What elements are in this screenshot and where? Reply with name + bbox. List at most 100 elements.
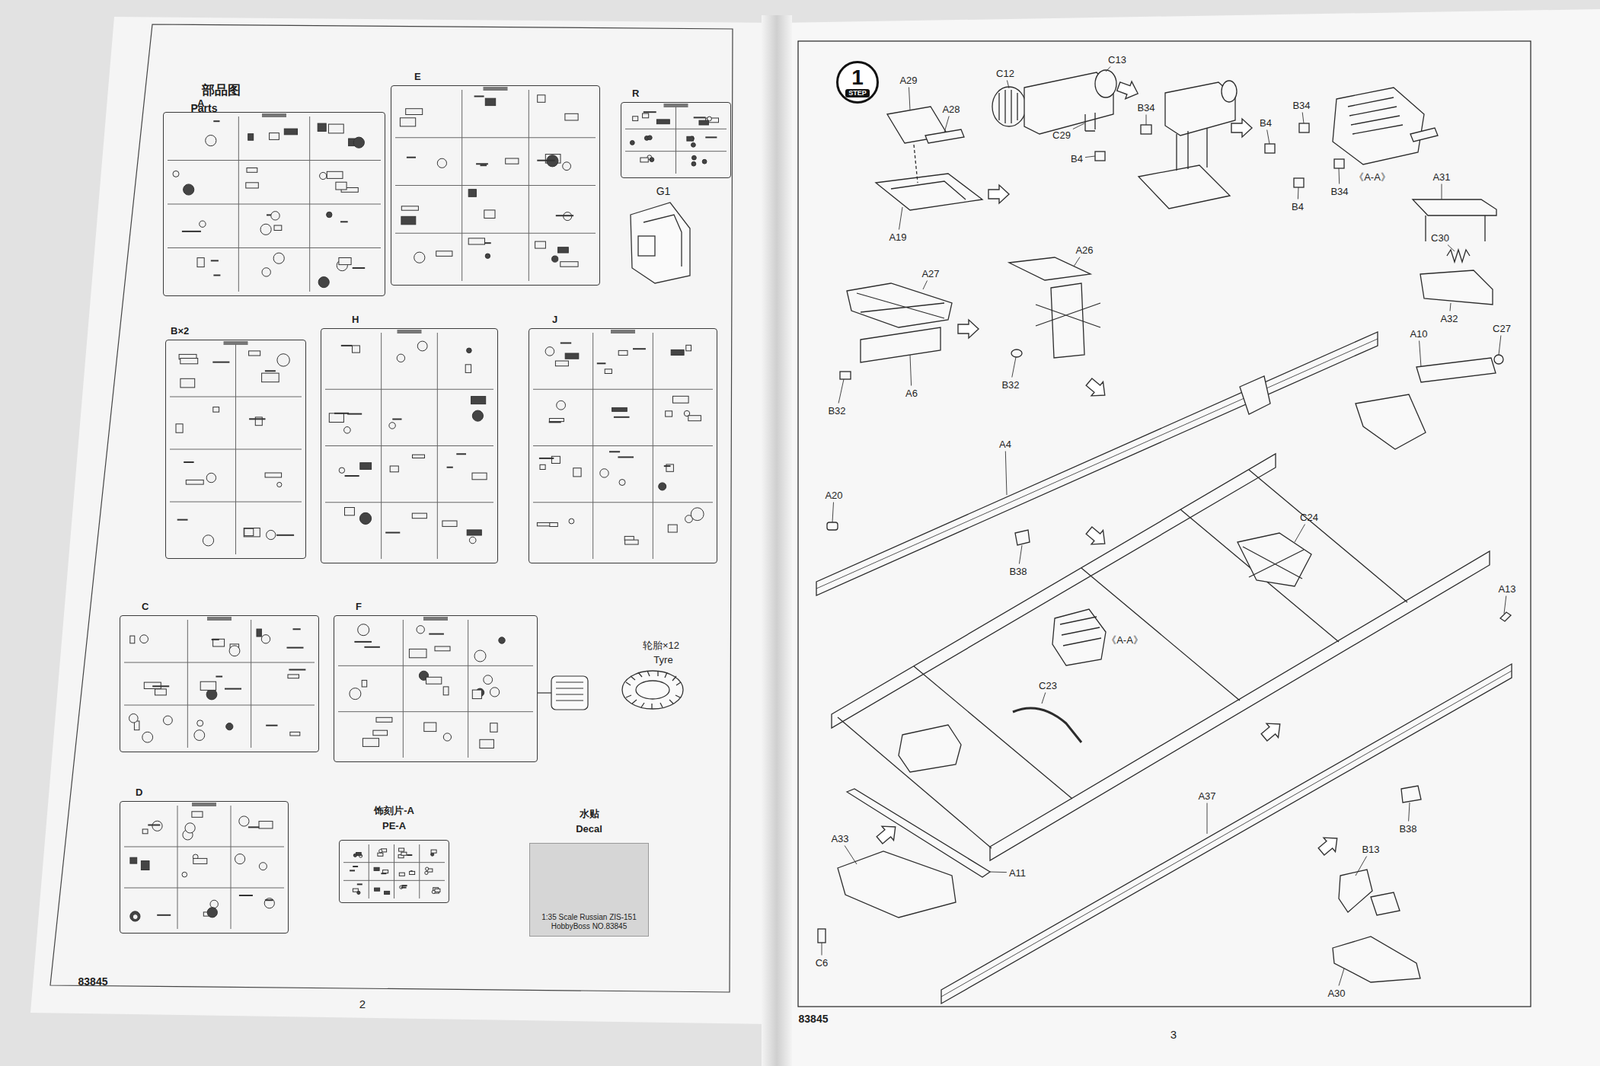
- sprue-part: [625, 539, 639, 545]
- decal-sheet: 水贴Decal1:35 Scale Russian ZIS-151 HobbyB…: [529, 843, 649, 937]
- leader-line: [1005, 451, 1007, 496]
- sprue-letter: R: [632, 88, 639, 99]
- sprue-frame: B×2: [165, 339, 307, 559]
- sprue-part: [549, 523, 559, 527]
- sprue-part: [287, 674, 300, 679]
- sprue-runner: [418, 844, 420, 899]
- pages: [772, 9, 1600, 1066]
- sprue-part: [261, 268, 271, 277]
- sprue-part: [399, 872, 405, 876]
- assembly-drawing: [1334, 159, 1345, 169]
- step-tag: STEP: [845, 89, 870, 98]
- sprue-part: [618, 350, 628, 355]
- sprue-part: [565, 113, 579, 121]
- sprue-runner: [167, 247, 381, 249]
- sprue-part: [290, 731, 301, 736]
- callout-number: A19: [888, 232, 907, 243]
- sprue-part: [277, 482, 282, 487]
- sprue-part: [667, 524, 678, 533]
- sprue-part: [353, 137, 365, 148]
- sprue-runner: [343, 880, 445, 882]
- sprue-part: [434, 646, 451, 652]
- sprue-runner: [395, 137, 596, 138]
- callout-number: B34: [1292, 100, 1310, 111]
- sprue-part: [428, 633, 444, 636]
- sprue-runner: [393, 844, 395, 899]
- sprue-part: [274, 225, 282, 231]
- sprue-part: [183, 184, 195, 195]
- sprue-runner: [169, 501, 302, 503]
- sprue-part: [640, 157, 649, 163]
- sprue-part: [129, 714, 139, 724]
- assembly-drawing: [990, 551, 1490, 861]
- sprue-tag: [423, 616, 448, 621]
- sprue-runner: [338, 665, 534, 667]
- sprue-letter: E: [414, 71, 422, 82]
- sprue-part: [693, 116, 706, 119]
- sprue-part: [359, 512, 371, 524]
- sprue-runner: [533, 445, 713, 447]
- sprue-part: [213, 120, 220, 122]
- sprue-part: [357, 891, 361, 895]
- assembly-drawing: [831, 453, 1276, 729]
- sprue-part: [555, 360, 569, 367]
- sprue-part: [558, 247, 569, 253]
- cab-part-g1: [630, 202, 690, 284]
- sprue-part: [177, 519, 189, 521]
- tyre-drawing: [635, 680, 670, 700]
- sprue-part: [673, 396, 690, 403]
- assembly-arrow: [1315, 831, 1343, 860]
- sprue-part: [401, 206, 419, 211]
- sprue-part: [656, 119, 670, 125]
- sprue-part: [140, 861, 150, 871]
- sprue-part: [265, 724, 278, 727]
- sprue-part: [483, 675, 493, 685]
- sprue-part: [436, 251, 453, 257]
- assembly-drawing: [1140, 124, 1152, 135]
- sprue-part: [384, 891, 390, 895]
- pages: [798, 41, 1531, 1007]
- assembly-drawing: [1338, 869, 1373, 913]
- assembly-drawing: [891, 181, 966, 200]
- callout-number: A28: [942, 104, 960, 115]
- callout-number: B4: [1291, 201, 1304, 212]
- sprue-part: [377, 852, 384, 856]
- sprue-frame: R: [620, 102, 732, 179]
- sprue-part: [364, 646, 381, 649]
- sprue-part: [573, 468, 582, 477]
- sprue-part: [202, 535, 214, 547]
- sprue-part: [466, 348, 473, 354]
- assembly-drawing: [1015, 530, 1030, 546]
- sprue-part: [182, 230, 202, 233]
- callout-number: B4: [1259, 118, 1272, 128]
- assembly-drawing: [1138, 165, 1230, 209]
- sprue-part: [266, 530, 276, 540]
- sprue-part: [425, 867, 429, 871]
- leader-line: [1105, 67, 1111, 73]
- sheet-heading: PE-A: [324, 820, 464, 831]
- callout-number: A10: [1409, 328, 1428, 339]
- leader-line: [832, 502, 834, 524]
- assembly-drawing: [1052, 609, 1106, 666]
- sprue-part: [465, 364, 471, 374]
- callout-number: A30: [1327, 988, 1345, 999]
- leader-line: [1294, 524, 1306, 543]
- sprue-runner: [625, 150, 727, 152]
- page-number: 83845: [78, 976, 109, 987]
- leader-line: [910, 354, 912, 387]
- sprue-part: [392, 418, 402, 421]
- sprue-f-attachment: [555, 682, 584, 701]
- sprue-part: [434, 888, 441, 892]
- sprue-part: [556, 400, 566, 410]
- assembly-arrow: [1258, 717, 1286, 745]
- leader-line: [1338, 968, 1345, 987]
- sprue-part: [536, 159, 555, 162]
- assembly-arrow: [1082, 523, 1111, 551]
- sprue-part: [619, 479, 626, 486]
- sprue-part: [328, 413, 344, 423]
- sprue-part: [258, 821, 273, 829]
- sprue-f-attachment: [537, 692, 552, 694]
- assembly-drawing: [1176, 127, 1208, 171]
- sprue-part: [647, 135, 652, 141]
